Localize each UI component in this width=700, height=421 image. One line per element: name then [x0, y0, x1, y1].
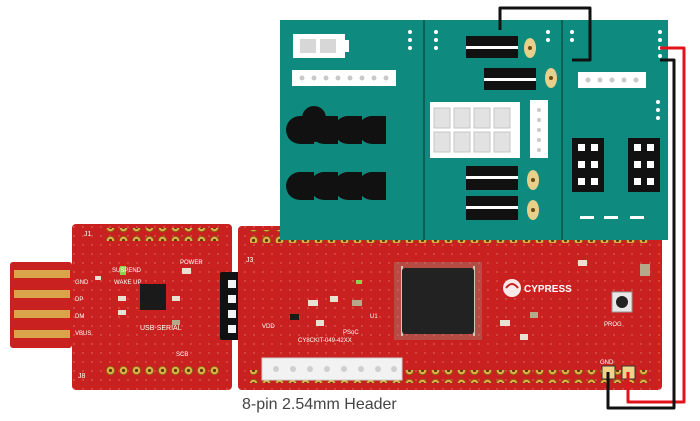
label-wake-up: WAKE UP [114, 280, 141, 286]
label-dm: DM [75, 314, 84, 320]
label-u1: U1 [370, 314, 378, 320]
jumper-wires [498, 6, 686, 410]
psoc-chip [394, 262, 482, 340]
header-j1 [102, 228, 219, 241]
black-pad-array [286, 106, 386, 200]
white-8pin-header [261, 357, 403, 381]
label-suspend: SUSPEND [112, 268, 142, 274]
label-psoc: PSoC [343, 330, 359, 336]
wire-red-power [626, 46, 686, 404]
usb-serial-board: J1 SUSPEND WAKE UP POWER GND DP DM VBUS … [72, 224, 232, 390]
teal-shield-board [280, 20, 668, 240]
wire-black-ground [606, 58, 676, 410]
label-gnd-right: GND [600, 360, 614, 366]
label-j3: J3 [246, 257, 254, 264]
label-dp: DP [75, 297, 83, 303]
label-j1: J1 [84, 231, 92, 238]
label-vbus: VBUS [75, 331, 91, 337]
usb-plug [10, 262, 72, 348]
label-board-id: CY8CKIT-049-42XX [298, 338, 352, 344]
header-j8 [102, 366, 219, 379]
label-prog: PROG [604, 322, 622, 328]
label-gnd-left: GND [75, 280, 89, 286]
shield-header-left [572, 138, 604, 192]
label-cypress: CYPRESS [524, 284, 572, 295]
wire-black-top [498, 6, 592, 62]
label-j8: J8 [78, 373, 86, 380]
prog-button [616, 296, 628, 308]
usb-serial-chip [140, 284, 166, 310]
label-power: POWER [180, 260, 203, 266]
label-usb-serial: USB-SERIAL [140, 325, 182, 332]
label-scb: SCB [176, 352, 188, 358]
cypress-logo: CYPRESS [503, 279, 572, 297]
psoc-main-board: CYPRESS PROG CY8CKIT-049-42XX PSoC VDD U… [238, 226, 662, 390]
shield-header-right [628, 138, 660, 192]
label-vdd: VDD [262, 324, 275, 330]
header-caption: 8-pin 2.54mm Header [242, 396, 397, 413]
